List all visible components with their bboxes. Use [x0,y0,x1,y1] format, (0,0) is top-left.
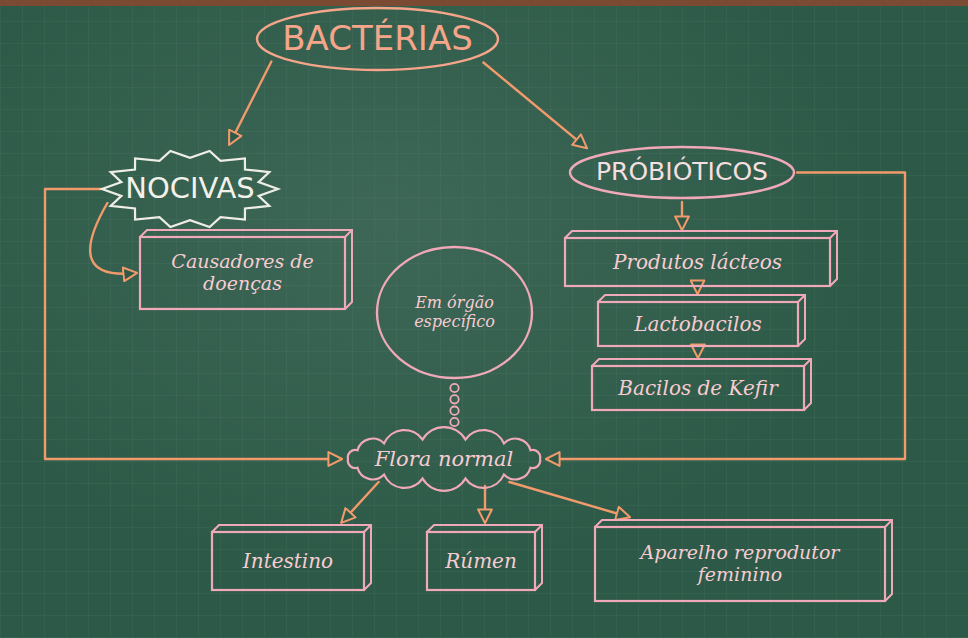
node-label: NOCIVAS [125,172,255,205]
node-label: BACTÉRIAS [282,19,472,58]
box-depth [598,295,805,346]
process-box: Lactobacilos [598,302,798,346]
process-box: Rúmen [427,532,535,590]
thought-dots [450,384,458,426]
starburst-box: NOCIVAS [100,148,280,230]
connector-arrow [547,173,905,460]
node-label: Flora normal [375,447,514,471]
node-label: Aparelho reprodutor feminino [607,542,873,586]
outline [257,8,498,70]
connector-arrow [484,486,486,522]
connector-arrow [90,203,136,274]
thought-circle: Em órgão específico [375,245,534,380]
connector-arrow [696,288,698,293]
connector-arrow [697,348,699,357]
connector-arrow [681,202,683,229]
connector-arrow [483,63,586,148]
outline [102,151,278,227]
node-label: Causadores de doenças [152,251,333,295]
connector-arrow [230,62,272,145]
process-box: Bacilos de Kefir [592,366,804,410]
outline [377,247,532,378]
process-box: Causadores de doenças [140,237,345,309]
box-depth [592,359,811,410]
cloud-box: Flora normal [335,428,553,490]
dot [450,395,458,403]
title-oval: BACTÉRIAS [255,6,500,72]
category-oval: PRÓBIÓTICOS [568,145,796,200]
node-label: Produtos lácteos [613,251,782,274]
node-label: Bacilos de Kefir [618,377,777,400]
outline [427,532,535,590]
process-box: Aparelho reprodutor feminino [595,527,885,601]
box-depth [140,230,352,309]
connector-arrow [342,482,379,522]
node-label: Em órgão específico [402,294,508,331]
box-depth [595,520,892,601]
outline [140,237,345,309]
process-box: Produtos lácteos [565,238,830,286]
dot [450,384,458,392]
connector-arrow [509,482,629,517]
outline [565,238,830,286]
outline [598,302,798,346]
node-label: Lactobacilos [634,313,762,336]
node-label: PRÓBIÓTICOS [596,158,768,187]
outline [592,366,804,410]
box-depth [427,525,542,590]
dot [450,407,458,415]
process-box: Intestino [212,532,364,590]
dot [450,418,458,426]
outline [570,147,794,198]
board-frame [0,0,968,6]
box-depth [212,525,371,590]
outline [212,532,364,590]
outline [595,527,885,601]
outline [348,427,540,491]
node-label: Rúmen [445,550,517,573]
box-depth [565,231,837,286]
node-label: Intestino [243,550,333,573]
